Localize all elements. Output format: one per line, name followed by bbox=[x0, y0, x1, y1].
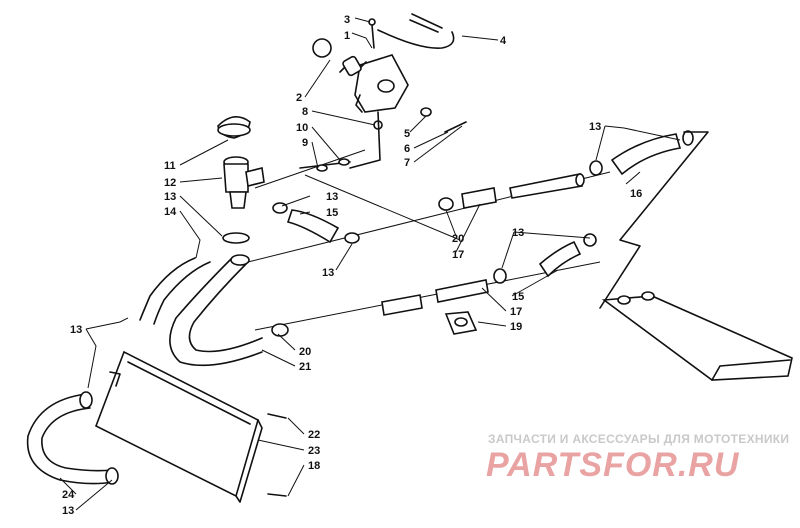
overflow-bottle-assembly bbox=[312, 13, 467, 169]
hose-15-upper bbox=[272, 202, 360, 244]
label-11: 11 bbox=[164, 160, 176, 172]
label-3: 3 bbox=[344, 14, 350, 26]
label-2: 2 bbox=[296, 92, 302, 104]
label-20-b: 20 bbox=[299, 346, 311, 358]
label-18: 18 bbox=[308, 460, 320, 472]
label-16: 16 bbox=[630, 188, 642, 200]
label-13-g: 13 bbox=[62, 505, 74, 517]
label-24: 24 bbox=[62, 489, 75, 501]
label-15-a: 15 bbox=[326, 207, 338, 219]
label-22: 22 bbox=[308, 429, 320, 441]
label-19: 19 bbox=[510, 321, 522, 333]
label-13-b: 13 bbox=[326, 191, 338, 203]
label-10: 10 bbox=[296, 122, 308, 134]
label-9: 9 bbox=[302, 137, 308, 149]
label-1: 1 bbox=[344, 30, 350, 42]
radiator bbox=[26, 350, 287, 503]
label-6: 6 bbox=[404, 143, 410, 155]
label-13-c: 13 bbox=[322, 267, 334, 279]
label-8: 8 bbox=[302, 106, 308, 118]
label-15-b: 15 bbox=[512, 291, 524, 303]
label-4: 4 bbox=[500, 35, 507, 47]
lower-tube-line bbox=[271, 233, 597, 337]
label-13-a: 13 bbox=[164, 191, 176, 203]
label-13-e: 13 bbox=[512, 227, 524, 239]
label-20-a: 20 bbox=[452, 233, 464, 245]
label-21: 21 bbox=[299, 361, 311, 373]
watermark-logo: PARTSFOR.RU bbox=[486, 446, 740, 484]
part-labels: 1 2 3 4 5 6 7 8 9 10 11 12 13 14 13 15 1… bbox=[62, 14, 642, 517]
label-17-b: 17 bbox=[510, 306, 522, 318]
label-13-d: 13 bbox=[589, 121, 601, 133]
filler-neck-assembly bbox=[217, 116, 351, 244]
watermark-tagline: ЗАПЧАСТИ И АКСЕССУАРЫ ДЛЯ МОТОТЕХНИКИ bbox=[488, 432, 789, 446]
label-23: 23 bbox=[308, 445, 320, 457]
label-12: 12 bbox=[164, 177, 176, 189]
label-14: 14 bbox=[164, 206, 177, 218]
label-17-a: 17 bbox=[452, 249, 464, 261]
label-13-f: 13 bbox=[70, 324, 82, 336]
leader-lines bbox=[59, 17, 681, 511]
label-7: 7 bbox=[404, 157, 410, 169]
coolant-lines bbox=[247, 149, 611, 331]
heat-exchanger bbox=[599, 131, 793, 381]
hose-21-main bbox=[139, 254, 263, 367]
watermark: ЗАПЧАСТИ И АКСЕССУАРЫ ДЛЯ МОТОТЕХНИКИ PA… bbox=[486, 432, 789, 484]
label-5: 5 bbox=[404, 128, 410, 140]
upper-tube-line bbox=[438, 130, 694, 211]
